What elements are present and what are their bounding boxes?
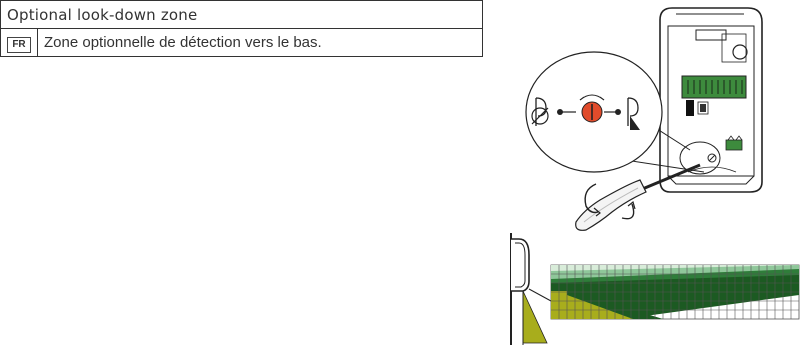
wall-mounted-detector [510, 233, 530, 345]
lang-code-badge: FR [7, 36, 31, 53]
detector-housing [659, 7, 763, 193]
section-title: Optional look-down zone [0, 0, 483, 29]
lookdown-symbol [627, 97, 640, 130]
translation-row: FR Zone optionnelle de détection vers le… [0, 28, 483, 57]
lang-code-cell: FR [0, 28, 38, 57]
coverage-grid [550, 264, 800, 320]
translation-table: Optional look-down zone FR Zone optionne… [0, 0, 483, 57]
translation-text: Zone optionnelle de détection vers le ba… [37, 28, 483, 57]
zoom-callout [525, 51, 721, 175]
rotary-knob-icon [579, 94, 605, 123]
lookdown-zone-diagram [510, 233, 800, 345]
no-lookdown-symbol [531, 97, 549, 126]
detector-illustration [525, 7, 763, 231]
screwdriver-icon [575, 163, 701, 231]
